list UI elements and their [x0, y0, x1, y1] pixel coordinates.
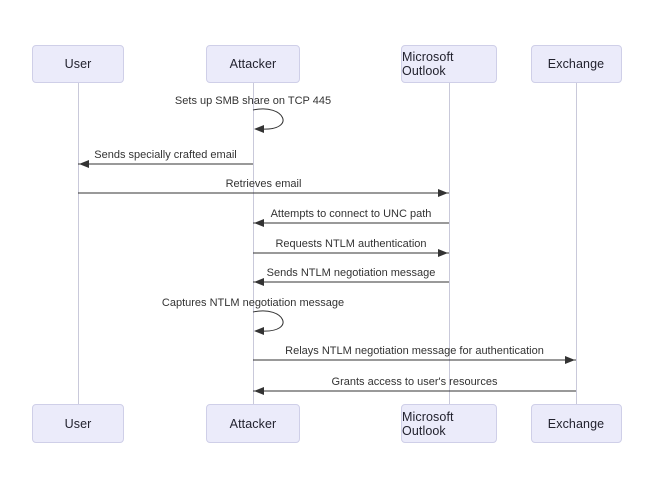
arrowhead-5: [254, 278, 264, 286]
arrowhead-1: [79, 160, 89, 168]
arrowhead-2: [438, 189, 448, 197]
actor-box-user-bottom: User: [32, 404, 124, 443]
actor-box-exchange-bottom: Exchange: [530, 404, 622, 443]
arrowhead-4: [438, 249, 448, 257]
message-label-0: Sets up SMB share on TCP 445: [174, 95, 332, 107]
message-label-3: Attempts to connect to UNC path: [270, 208, 432, 220]
arrowhead-7: [565, 356, 575, 364]
self-loop-6: [252, 310, 284, 332]
lifeline-attacker: [253, 83, 254, 404]
actor-box-attacker-bottom: Attacker: [206, 404, 300, 443]
arrowhead-8: [254, 387, 264, 395]
lifeline-exchange: [576, 83, 577, 404]
arrowhead-3: [254, 219, 264, 227]
message-label-8: Grants access to user's resources: [331, 376, 498, 388]
actor-box-outlook-top: Microsoft Outlook: [401, 45, 497, 83]
self-loop-0: [252, 108, 284, 130]
message-label-1: Sends specially crafted email: [94, 149, 237, 161]
lifeline-outlook: [449, 83, 450, 404]
self-loop-arrowhead-6: [254, 327, 264, 335]
message-label-5: Sends NTLM negotiation message: [266, 267, 436, 279]
message-label-2: Retrieves email: [225, 178, 302, 190]
actor-box-user-top: User: [32, 45, 124, 83]
actor-box-outlook-bottom: Microsoft Outlook: [401, 404, 497, 443]
self-loop-arrowhead-0: [254, 125, 264, 133]
message-label-7: Relays NTLM negotiation message for auth…: [285, 345, 544, 357]
message-label-4: Requests NTLM authentication: [275, 238, 427, 250]
message-label-6: Captures NTLM negotiation message: [161, 297, 345, 309]
actor-box-attacker-top: Attacker: [206, 45, 300, 83]
lifeline-user: [78, 83, 79, 404]
actor-box-exchange-top: Exchange: [530, 45, 622, 83]
